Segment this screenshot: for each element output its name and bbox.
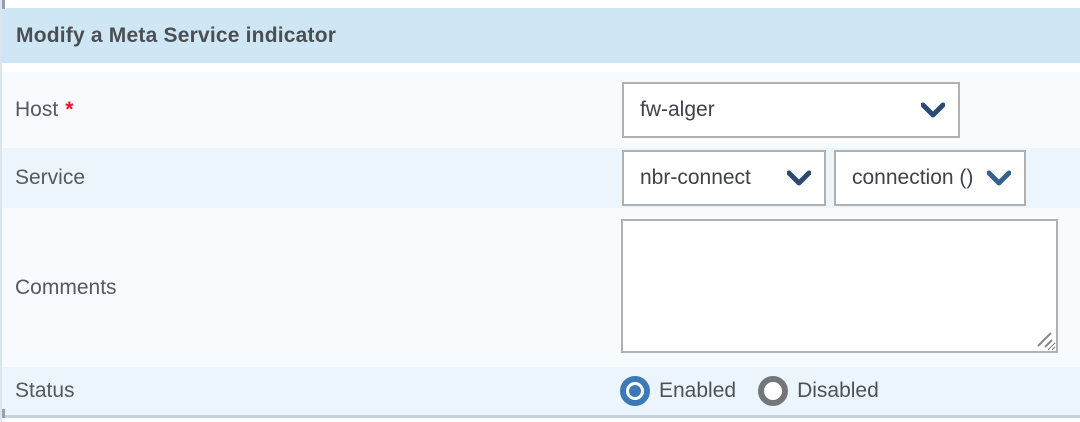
status-radio-group: Enabled Disabled [620, 367, 879, 415]
radio-unselected-icon[interactable] [758, 376, 789, 406]
chevron-down-icon [987, 170, 1011, 186]
enabled-radio-label: Enabled [659, 379, 737, 402]
service-label: Service [15, 166, 86, 189]
chevron-down-icon [921, 102, 945, 118]
comments-row: Comments [2, 208, 1080, 367]
panel-bottom-border [2, 415, 1080, 418]
page-title: Modify a Meta Service indicator [16, 23, 337, 47]
comments-textarea[interactable] [621, 219, 1058, 353]
header-separator [2, 63, 1080, 72]
panel-corner-mark-top [2, 0, 5, 9]
panel-corner-mark-bottom [2, 409, 5, 418]
host-row: Host* fw-alger [2, 72, 1080, 148]
status-label: Status [15, 379, 75, 402]
form-header: Modify a Meta Service indicator [2, 8, 1080, 63]
service-row: Service nbr-connect connection () [2, 148, 1080, 208]
disabled-radio-label: Disabled [797, 379, 879, 402]
comments-label: Comments [15, 275, 117, 299]
status-row: Status Enabled Disabled [2, 367, 1080, 415]
chevron-down-icon [787, 170, 811, 186]
status-disabled-option[interactable]: Disabled [758, 376, 879, 406]
service-select-value: nbr-connect [640, 166, 751, 189]
host-label: Host* [15, 98, 74, 121]
service-select[interactable]: nbr-connect [622, 150, 826, 206]
host-select[interactable]: fw-alger [622, 82, 960, 138]
status-enabled-option[interactable]: Enabled [620, 376, 736, 406]
metric-select[interactable]: connection () [834, 150, 1026, 206]
radio-selected-icon[interactable] [620, 376, 650, 406]
required-asterisk: * [65, 98, 74, 121]
host-select-value: fw-alger [640, 98, 715, 121]
metric-select-value: connection () [852, 166, 974, 189]
